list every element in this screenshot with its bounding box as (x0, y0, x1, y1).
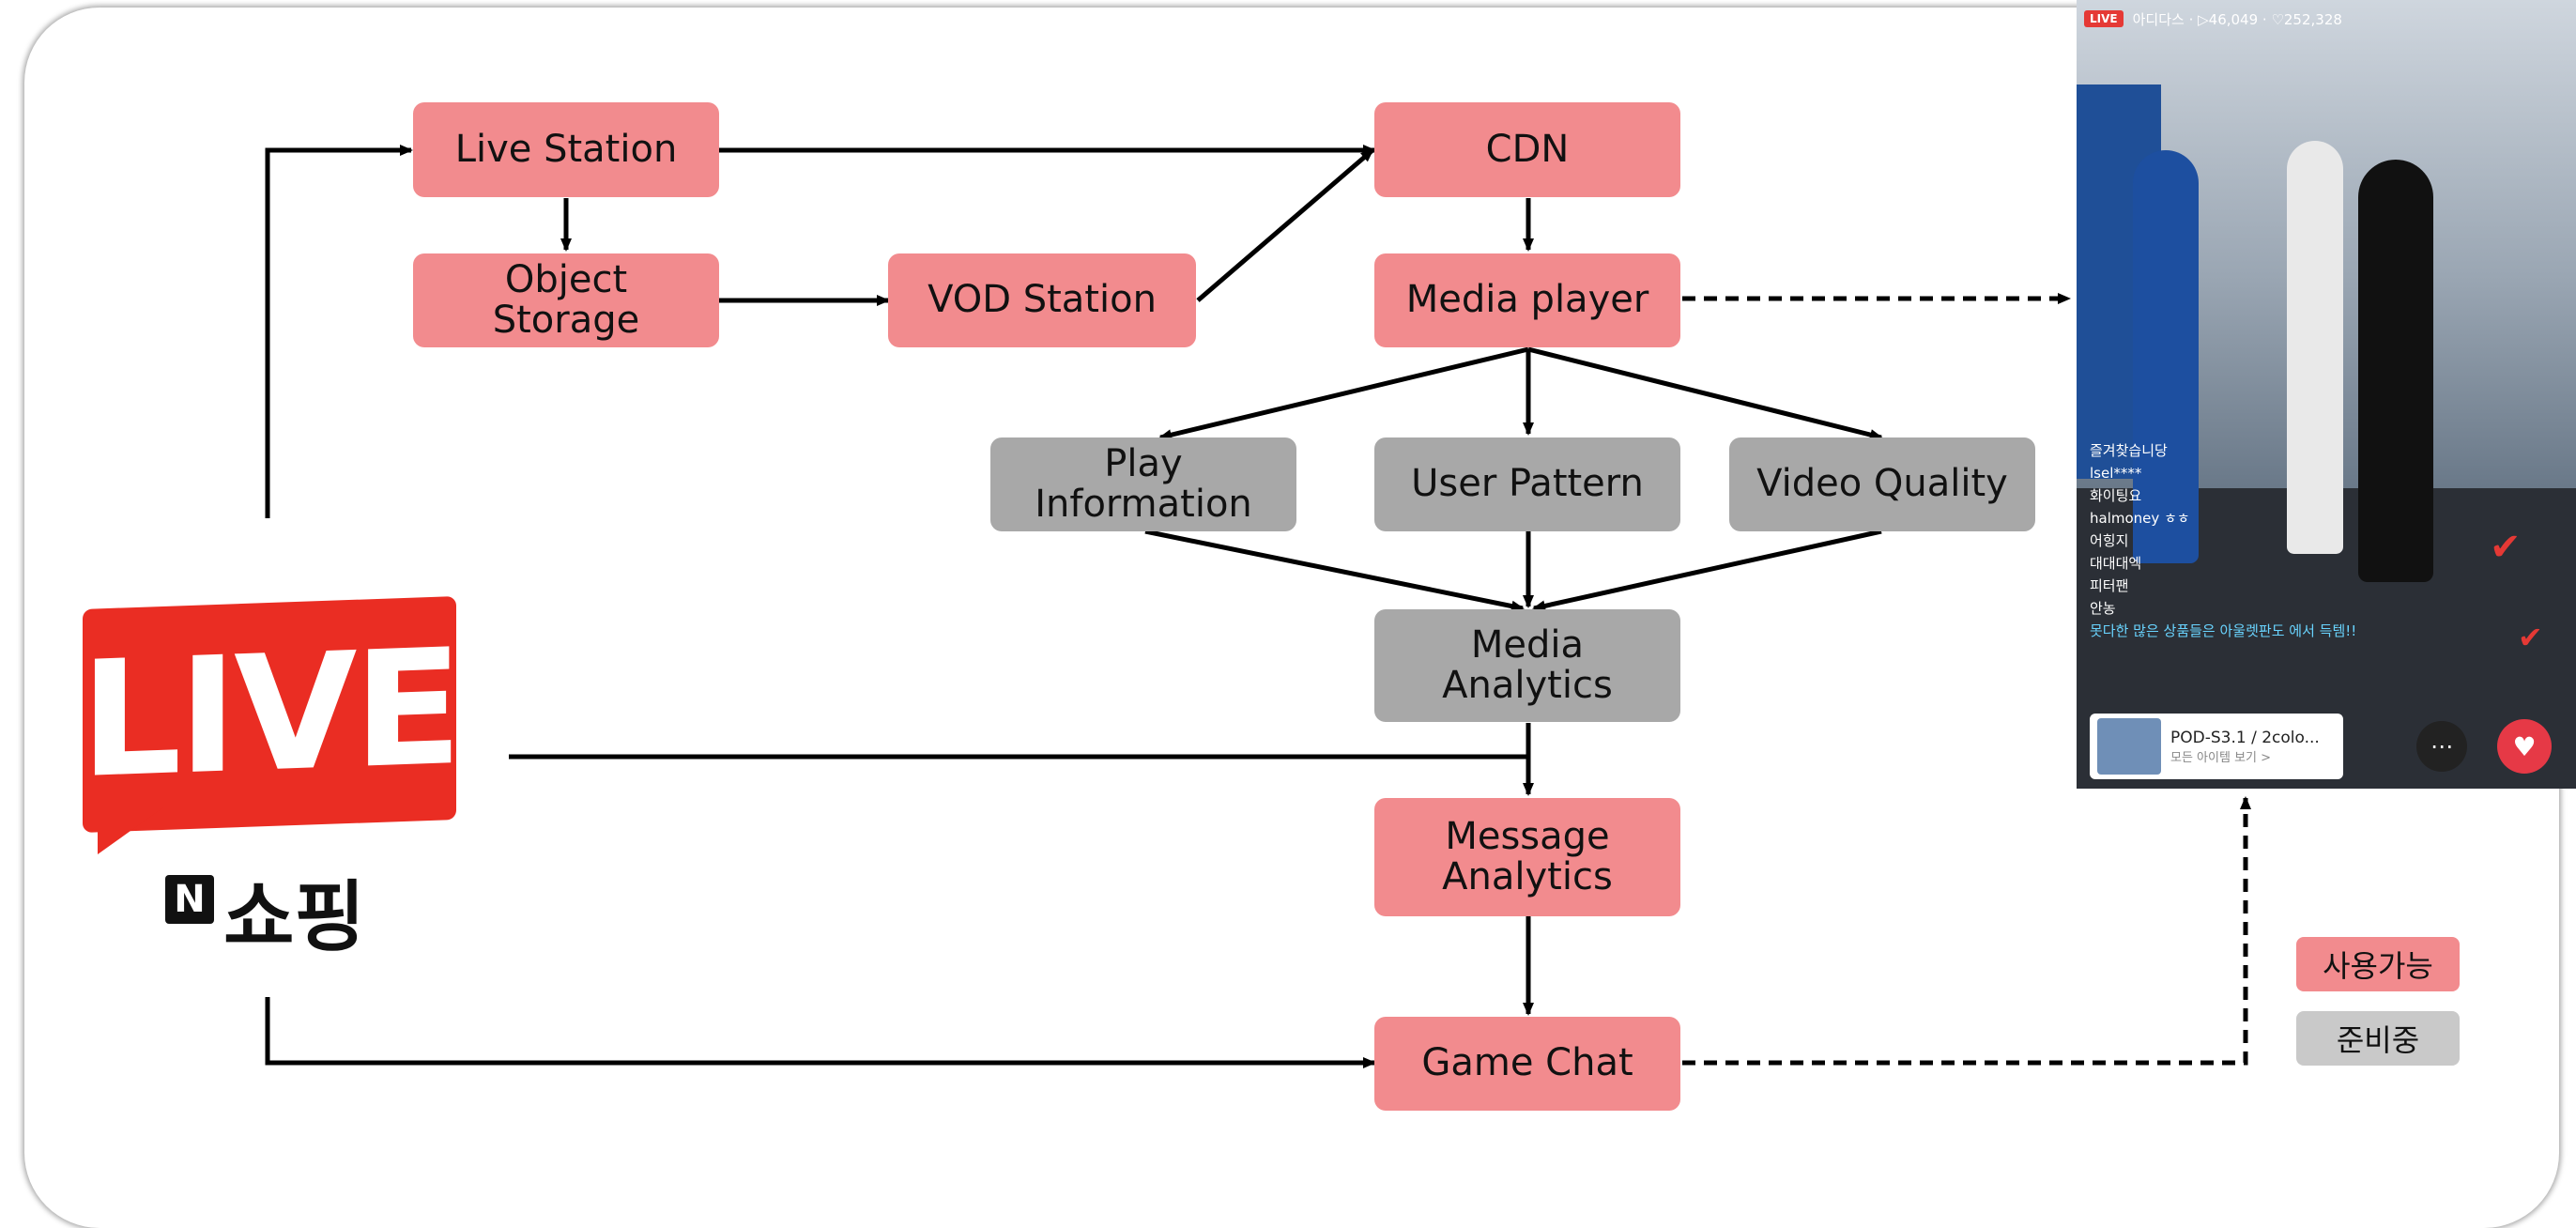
heart-reaction-icon: ✔ (2518, 620, 2543, 655)
node-game-chat-label: Game Chat (1421, 1041, 1633, 1085)
chat-notice: 못다한 많은 상품들은 아울렛판도 에서 득템!! (2090, 622, 2357, 639)
logo-live-text: LIVE (80, 614, 459, 815)
chat-line: 화이팅요 (2090, 487, 2142, 504)
node-user-pattern-label: User Pattern (1411, 462, 1644, 506)
heart-reaction-icon: ✔ (2490, 526, 2522, 569)
edge-media-player-play-info (1158, 346, 1529, 441)
chat-bubble-icon[interactable]: ⋯ (2416, 721, 2467, 772)
edge-logo-live-station (265, 145, 413, 518)
edge-logo-game-chat (265, 997, 1376, 1068)
node-cdn: CDN (1374, 102, 1680, 197)
node-media-player: Media player (1374, 253, 1680, 347)
presenter-middle (2287, 141, 2343, 554)
product-card[interactable]: POD-S3.1 / 2colo... 모든 아이템 보기 > (2090, 714, 2343, 779)
node-video-quality: Video Quality (1729, 437, 2035, 531)
like-heart-icon[interactable]: ♥ (2497, 719, 2552, 774)
chat-line: halmoney ㅎㅎ (2090, 510, 2190, 527)
presenter-right (2358, 160, 2433, 582)
edge-vod-cdn (1196, 148, 1374, 302)
product-all-items-link[interactable]: 모든 아이템 보기 > (2170, 750, 2272, 765)
chat-line: lsel**** (2090, 465, 2142, 482)
node-video-quality-label: Video Quality (1756, 462, 2008, 506)
node-object-storage: Object Storage (413, 253, 719, 347)
node-object-storage-label: Object Storage (492, 257, 640, 342)
chat-line: 안농 (2090, 600, 2116, 617)
logo-n-mark: N (165, 875, 214, 924)
node-media-analytics: Media Analytics (1374, 609, 1680, 722)
logo-bubble-tail (98, 807, 163, 854)
node-play-information: Play Information (990, 437, 1296, 531)
live-badge: LIVE (2084, 10, 2124, 27)
edge-video-quality-media-analytics (1532, 529, 1882, 612)
node-user-pattern: User Pattern (1374, 437, 1680, 531)
product-info: POD-S3.1 / 2colo... 모든 아이템 보기 > (2170, 729, 2320, 765)
edge-media-player-video-quality (1527, 346, 1883, 440)
chat-feed: 즐겨찾습니당 lsel**** 화이팅요 halmoney ㅎㅎ 어힝지 대대대… (2090, 439, 2356, 642)
channel-stats: 아디다스 · ▷46,049 · ♡252,328 (2132, 10, 2342, 28)
node-media-player-label: Media player (1405, 278, 1649, 322)
legend-available: 사용가능 (2296, 937, 2460, 991)
product-title: POD-S3.1 / 2colo... (2170, 728, 2320, 747)
chat-line: 피터팬 (2090, 577, 2129, 594)
stream-header: LIVE 아디다스 · ▷46,049 · ♡252,328 (2084, 0, 2342, 38)
edge-game-chat-phone (1682, 796, 2251, 1066)
node-vod-station-label: VOD Station (928, 278, 1157, 322)
node-game-chat: Game Chat (1374, 1017, 1680, 1111)
legend-preparing-label: 준비중 (2336, 1022, 2420, 1058)
node-play-information-label: Play Information (1035, 441, 1252, 526)
node-message-analytics-label: Message Analytics (1442, 814, 1613, 898)
edge-play-info-media-analytics (1144, 529, 1525, 612)
node-cdn-label: CDN (1485, 127, 1570, 171)
presenter-left (2133, 150, 2199, 563)
chat-line: 즐겨찾습니당 (2090, 442, 2168, 459)
legend-preparing: 준비중 (2296, 1011, 2460, 1066)
chat-line: 어힝지 (2090, 532, 2129, 549)
node-vod-station: VOD Station (888, 253, 1196, 347)
logo-shopping-text: 쇼핑 (223, 873, 365, 962)
chat-line: 대대대엑 (2090, 555, 2142, 572)
node-live-station-label: Live Station (454, 127, 678, 171)
live-stream-screenshot: LIVE 아디다스 · ▷46,049 · ♡252,328 즐겨찾습니당 ls… (2077, 0, 2576, 789)
node-message-analytics: Message Analytics (1374, 798, 1680, 916)
product-thumbnail (2097, 718, 2161, 775)
legend-available-label: 사용가능 (2323, 948, 2433, 984)
node-media-analytics-label: Media Analytics (1442, 622, 1613, 707)
diagram-connectors (265, 145, 2251, 1068)
node-live-station: Live Station (413, 102, 719, 197)
